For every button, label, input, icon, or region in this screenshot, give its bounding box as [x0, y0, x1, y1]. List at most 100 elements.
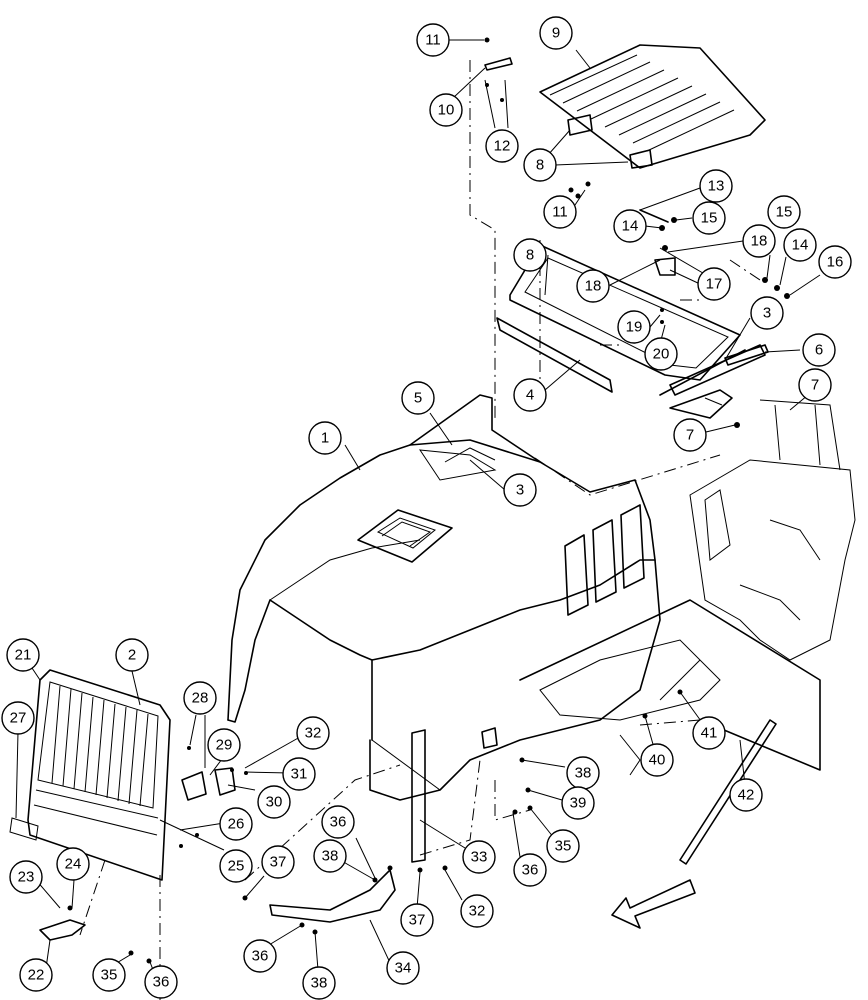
callout-number: 12 — [494, 138, 511, 155]
callout-number: 16 — [827, 254, 844, 271]
callout-10: 10 — [429, 93, 463, 127]
callout-31: 31 — [282, 757, 316, 791]
callout-number: 22 — [28, 967, 45, 984]
callout-number: 32 — [469, 903, 486, 920]
callout-8: 8 — [523, 148, 557, 182]
callout-circle — [561, 786, 595, 820]
callout-circle — [6, 638, 40, 672]
callout-number: 39 — [570, 795, 587, 812]
callout-circle — [692, 716, 726, 750]
callout-circle — [640, 743, 674, 777]
callout-29: 29 — [207, 728, 241, 762]
callout-number: 36 — [153, 974, 170, 991]
callout-circle — [9, 860, 43, 894]
callout-35: 35 — [92, 958, 126, 992]
callout-26: 26 — [219, 807, 253, 841]
callout-24: 24 — [56, 847, 90, 881]
callout-number: 27 — [10, 710, 27, 727]
callout-circle — [416, 23, 450, 57]
callout-circle — [513, 378, 547, 412]
callout-circle — [783, 228, 817, 262]
callout-number: 38 — [322, 848, 339, 865]
callout-circle — [282, 757, 316, 791]
front-arrow-icon — [611, 879, 696, 929]
assembly-centerlines — [79, 60, 761, 1000]
callout-circle — [207, 728, 241, 762]
small-parts — [181, 57, 777, 923]
callout-number: 15 — [701, 210, 718, 227]
callout-19: 19 — [617, 310, 651, 344]
callout-35: 35 — [546, 829, 580, 863]
leader-lines — [15, 39, 821, 976]
callout-circle — [644, 337, 678, 371]
callout-15: 15 — [692, 201, 726, 235]
callout-36: 36 — [243, 939, 277, 973]
callout-9: 9 — [539, 16, 573, 50]
callout-circle — [429, 93, 463, 127]
callout-number: 9 — [552, 25, 560, 42]
callout-7: 7 — [673, 418, 707, 452]
callout-number: 11 — [552, 204, 568, 221]
callout-circle — [296, 716, 330, 750]
callout-number: 8 — [536, 157, 544, 174]
callout-number: 29 — [216, 737, 233, 754]
callout-number: 13 — [708, 178, 725, 195]
callout-circle — [19, 958, 53, 992]
fastener-dots — [67, 37, 790, 964]
callout-number: 24 — [65, 856, 82, 873]
callout-18: 18 — [742, 224, 776, 258]
callout-circle — [302, 966, 336, 1000]
callout-circle — [818, 245, 852, 279]
callout-3: 3 — [750, 296, 784, 330]
front-grille — [9, 669, 171, 881]
callout-circle — [400, 903, 434, 937]
chassis-frame — [519, 399, 856, 776]
callout-number: 5 — [414, 390, 422, 407]
callout-number: 3 — [516, 482, 524, 499]
callout-circle — [321, 805, 355, 839]
callout-circle — [692, 201, 726, 235]
callout-number: 25 — [228, 858, 245, 875]
callout-circle — [613, 209, 647, 243]
callout-number: 30 — [266, 794, 283, 811]
callout-circle — [546, 829, 580, 863]
callout-21: 21 — [6, 638, 40, 672]
callout-circle — [798, 368, 832, 402]
callout-circle — [513, 238, 547, 272]
callout-12: 12 — [485, 129, 519, 163]
callout-25: 25 — [219, 849, 253, 883]
access-panel — [539, 44, 766, 169]
callout-36: 36 — [513, 853, 547, 887]
callout-number: 36 — [330, 814, 347, 831]
callout-number: 20 — [653, 346, 670, 363]
callout-18: 18 — [576, 269, 610, 303]
callout-circle — [673, 418, 707, 452]
callout-38: 38 — [302, 966, 336, 1000]
callout-number: 28 — [192, 690, 209, 707]
callout-circle — [513, 853, 547, 887]
callout-number: 36 — [522, 862, 539, 879]
callout-circle — [92, 958, 126, 992]
callout-number: 7 — [686, 427, 694, 444]
callout-number: 41 — [701, 725, 718, 742]
callout-circle — [313, 839, 347, 873]
callout-circle — [729, 778, 763, 812]
callout-37: 37 — [400, 903, 434, 937]
callout-number: 3 — [763, 305, 771, 322]
callout-11: 11 — [543, 195, 577, 229]
callout-number: 37 — [270, 854, 287, 871]
callout-number: 4 — [526, 387, 534, 404]
callout-circle — [261, 845, 295, 879]
callout-13: 13 — [699, 169, 733, 203]
callout-number: 8 — [526, 247, 534, 264]
callout-circle — [1, 701, 35, 735]
callout-32: 32 — [460, 894, 494, 928]
callout-3: 3 — [503, 473, 537, 507]
callout-circle — [462, 840, 496, 874]
callout-14: 14 — [613, 209, 647, 243]
callout-33: 33 — [462, 840, 496, 874]
callout-circle — [576, 269, 610, 303]
callout-32: 32 — [296, 716, 330, 750]
callout-circle — [742, 224, 776, 258]
